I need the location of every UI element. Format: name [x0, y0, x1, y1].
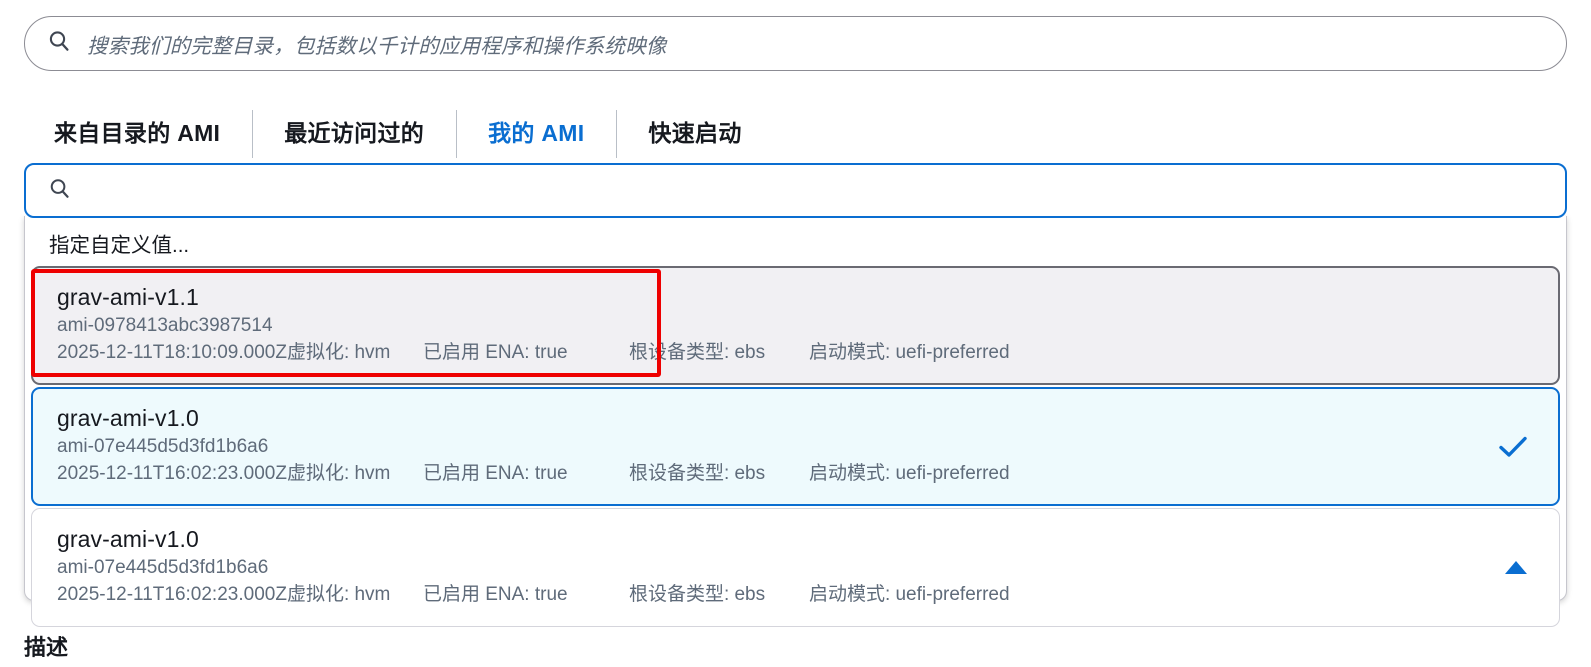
ami-id: ami-0978413abc3987514: [57, 315, 273, 336]
description-heading: 描述: [24, 635, 69, 660]
ami-boot-mode: 启动模式: uefi-preferred: [808, 463, 1010, 484]
ami-ena-enabled: 已启用 ENA: true: [422, 342, 568, 363]
search-icon: [47, 29, 71, 58]
ami-source-tabs: 来自目录的 AMI 最近访问过的 我的 AMI 快速启动: [24, 108, 1567, 163]
ami-option-item[interactable]: grav-ami-v1.0 ami-07e445d5d3fd1b6a6 2025…: [31, 387, 1560, 506]
ami-dropdown-panel: 指定自定义值... grav-ami-v1.1 ami-0978413abc39…: [24, 216, 1567, 627]
catalog-search-placeholder: 搜索我们的完整目录，包括数以千计的应用程序和操作系统映像: [87, 34, 667, 58]
ami-name: grav-ami-v1.0: [57, 405, 199, 431]
tab-label: 来自目录的 AMI: [54, 120, 221, 146]
caret-up-icon[interactable]: [1505, 560, 1527, 574]
ami-virtualization: 虚拟化: hvm: [286, 584, 391, 605]
tab-recently-visited[interactable]: 最近访问过的: [252, 108, 456, 166]
ami-root-device-type: 根设备类型: ebs: [628, 584, 766, 605]
dropdown-custom-value-label: 指定自定义值...: [49, 234, 190, 257]
tab-catalog-ami[interactable]: 来自目录的 AMI: [24, 108, 252, 166]
ami-option-list: grav-ami-v1.1 ami-0978413abc3987514 2025…: [25, 266, 1566, 627]
ami-id: ami-07e445d5d3fd1b6a6: [57, 436, 269, 457]
ami-option-item[interactable]: grav-ami-v1.0 ami-07e445d5d3fd1b6a6 2025…: [31, 508, 1560, 627]
catalog-search-box[interactable]: 搜索我们的完整目录，包括数以千计的应用程序和操作系统映像: [24, 16, 1567, 71]
tab-my-ami[interactable]: 我的 AMI: [456, 108, 616, 166]
search-icon: [48, 177, 71, 205]
ami-meta-row: 2025-12-11T16:02:23.000Z 虚拟化: hvm 已启用 EN…: [57, 460, 1534, 488]
ami-creation-date: 2025-12-11T16:02:23.000Z: [57, 463, 287, 484]
ami-ena-enabled: 已启用 ENA: true: [422, 463, 568, 484]
ami-virtualization: 虚拟化: hvm: [286, 342, 391, 363]
check-icon: [1498, 435, 1528, 464]
tab-label: 我的 AMI: [488, 120, 585, 146]
tab-quick-start[interactable]: 快速启动: [616, 108, 773, 166]
ami-meta-row: 2025-12-11T16:02:23.000Z 虚拟化: hvm 已启用 EN…: [57, 581, 1535, 609]
ami-virtualization: 虚拟化: hvm: [286, 463, 391, 484]
ami-ena-enabled: 已启用 ENA: true: [422, 584, 568, 605]
ami-root-device-type: 根设备类型: ebs: [628, 463, 766, 484]
tab-label: 快速启动: [648, 120, 742, 146]
ami-creation-date: 2025-12-11T16:02:23.000Z: [57, 584, 287, 605]
ami-name: grav-ami-v1.1: [57, 284, 199, 310]
ami-boot-mode: 启动模式: uefi-preferred: [808, 584, 1010, 605]
ami-creation-date: 2025-12-11T18:10:09.000Z: [57, 342, 287, 363]
tab-label: 最近访问过的: [284, 120, 425, 146]
ami-boot-mode: 启动模式: uefi-preferred: [808, 342, 1010, 363]
ami-meta-row: 2025-12-11T18:10:09.000Z 虚拟化: hvm 已启用 EN…: [57, 339, 1534, 367]
ami-filter-input[interactable]: [24, 163, 1567, 218]
ami-option-item[interactable]: grav-ami-v1.1 ami-0978413abc3987514 2025…: [31, 266, 1560, 385]
dropdown-custom-value-option[interactable]: 指定自定义值...: [25, 220, 1566, 266]
ami-id: ami-07e445d5d3fd1b6a6: [57, 557, 269, 578]
ami-name: grav-ami-v1.0: [57, 526, 199, 552]
ami-root-device-type: 根设备类型: ebs: [628, 342, 766, 363]
